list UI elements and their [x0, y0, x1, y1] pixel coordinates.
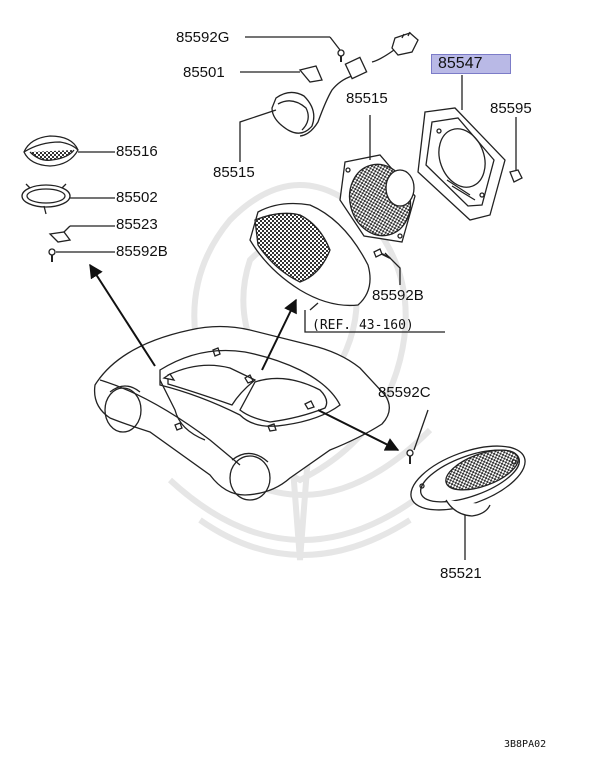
tweeter-85515-left	[271, 91, 315, 134]
diagram-lines	[21, 31, 526, 560]
screw-85592C	[406, 449, 414, 464]
rear-trim-panel	[249, 202, 371, 307]
oval-speaker-85521	[410, 445, 526, 517]
screw-85592B-left	[48, 248, 56, 262]
label-85523: 85523	[116, 216, 158, 233]
arrow-to-tweeter	[89, 263, 156, 367]
wire-harness	[299, 49, 395, 137]
label-85502: 85502	[116, 189, 158, 206]
label-ref-43-160: (REF. 43-160)	[312, 318, 414, 333]
label-85592G: 85592G	[176, 29, 230, 46]
car-outline	[93, 325, 390, 501]
label-85515-top: 85515	[346, 90, 388, 107]
tweeter-ring-85502	[21, 183, 71, 215]
bracket-85501	[298, 65, 323, 83]
label-85592B-right: 85592B	[372, 287, 424, 304]
label-85516: 85516	[116, 143, 158, 160]
label-85595: 85595	[490, 100, 532, 117]
wire-clip	[344, 56, 368, 80]
ref-leader	[304, 310, 445, 333]
label-85501: 85501	[183, 64, 225, 81]
label-85592C: 85592C	[378, 384, 431, 401]
label-85592B-left: 85592B	[116, 243, 168, 260]
speaker-bracket-85547	[417, 107, 506, 221]
screw-85592G	[337, 49, 345, 62]
bracket-85523	[48, 225, 72, 243]
speaker-85515	[339, 154, 416, 243]
clip-85595	[509, 169, 523, 183]
label-85515-left: 85515	[213, 164, 255, 181]
tweeter-grille-85516	[23, 135, 79, 167]
arrow-to-rear-panel	[261, 298, 297, 371]
arrow-to-oval-speaker	[317, 409, 400, 451]
connector-plug	[391, 31, 419, 56]
figure-code: 3B8PA02	[504, 739, 547, 750]
label-85521: 85521	[440, 565, 482, 582]
label-85547: 85547	[431, 54, 511, 74]
